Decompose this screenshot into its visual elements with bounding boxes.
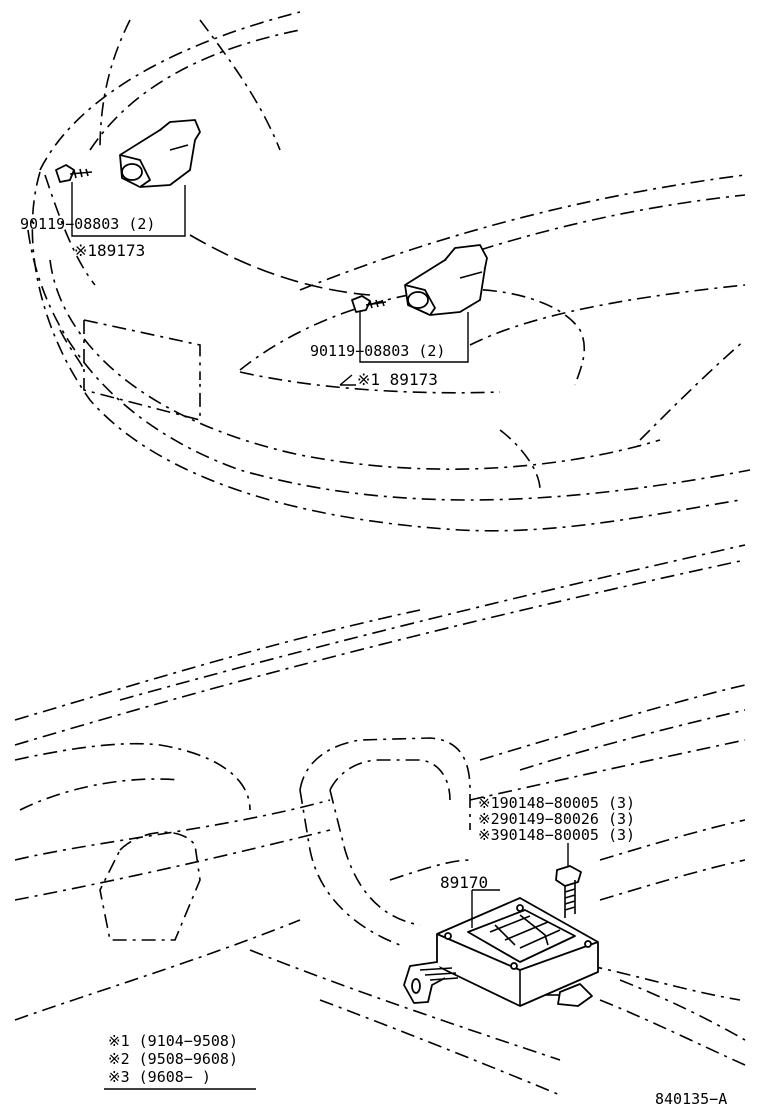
upper-leader-lines — [71, 182, 469, 386]
unit-label: 89170 — [440, 873, 488, 892]
right-bolt-label: 90119−08803 (2) — [310, 342, 445, 360]
control-unit-part — [403, 897, 599, 1007]
left-bolt-label: 90119−08803 (2) — [20, 215, 155, 233]
lower-leader-lines — [471, 843, 569, 928]
screw — [555, 865, 582, 918]
screw-label-3: ※390148−80005 (3) — [478, 826, 635, 844]
screw-label-1: ※190148−80005 (3) — [478, 794, 635, 812]
right-sensor-part — [404, 244, 488, 316]
left-sensor-part — [119, 119, 201, 188]
diagram-id: 840135−A — [655, 1090, 727, 1108]
left-bolt — [55, 164, 93, 183]
legend-row-1: ※1 (9104−9508) — [108, 1032, 238, 1050]
dashboard-outline — [14, 544, 746, 1096]
left-part-label: ※189173 — [74, 241, 145, 260]
legend-row-3: ※3 (9608− ) — [108, 1068, 211, 1086]
right-bolt — [351, 295, 387, 313]
right-part-label: ※1 89173 — [357, 370, 438, 389]
legend-row-2: ※2 (9508−9608) — [108, 1050, 238, 1068]
front-bumper-outline — [27, 11, 751, 532]
screw-label-2: ※290149−80026 (3) — [478, 810, 635, 828]
legend: ※1 (9104−9508) ※2 (9508−9608) ※3 (9608− … — [104, 1032, 256, 1090]
